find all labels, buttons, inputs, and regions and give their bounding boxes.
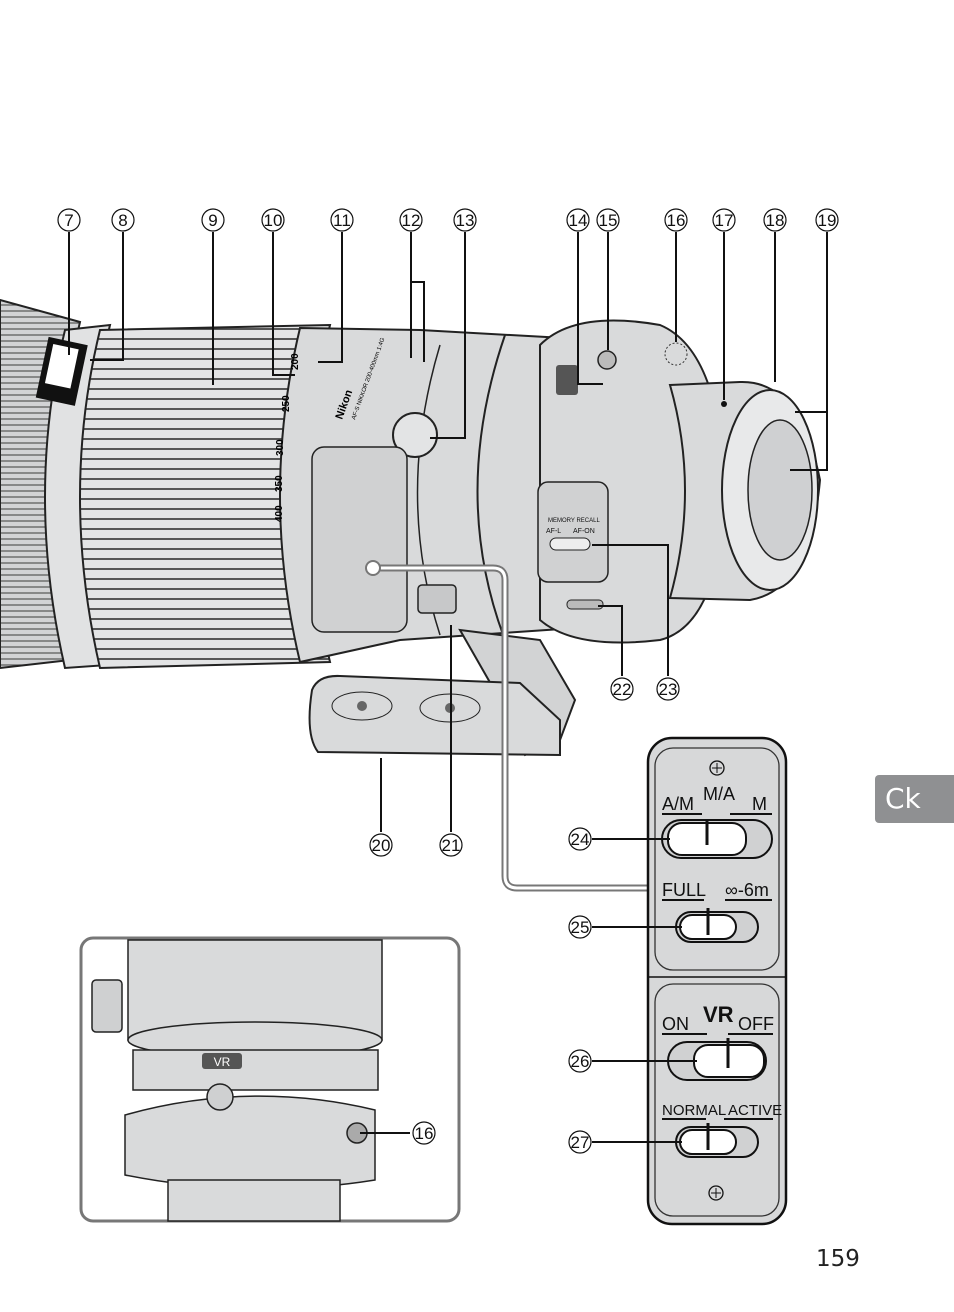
svg-text:11: 11 bbox=[333, 211, 351, 230]
callout-12: 12 bbox=[399, 208, 423, 232]
vr-on-off-switch[interactable] bbox=[667, 1038, 767, 1081]
svg-text:26: 26 bbox=[571, 1052, 590, 1071]
callout-16: 16 bbox=[664, 208, 688, 232]
zoom-mark-250: 250 bbox=[281, 395, 292, 412]
vr-normal-label: NORMAL bbox=[662, 1102, 726, 1119]
svg-text:14: 14 bbox=[569, 211, 588, 230]
zoom-mark-200: 200 bbox=[290, 353, 301, 370]
focus-mode-ma-label: M/A bbox=[703, 784, 735, 804]
callouts-top: 7 8 9 10 11 12 13 14 15 16 17 18 19 bbox=[57, 208, 839, 232]
inset-vr-label: VR bbox=[214, 1055, 231, 1069]
callout-24: 24 bbox=[568, 827, 592, 851]
zoom-mark-400: 400 bbox=[274, 505, 285, 522]
svg-text:22: 22 bbox=[613, 680, 632, 699]
svg-text:7: 7 bbox=[64, 211, 73, 230]
callout-16-inset: 16 bbox=[412, 1121, 436, 1145]
lens-switch-panel bbox=[311, 446, 408, 633]
zoom-mark-300: 300 bbox=[275, 439, 286, 456]
vr-title-label: VR bbox=[703, 1002, 734, 1027]
focus-limit-full-label: FULL bbox=[662, 880, 706, 900]
callout-19: 19 bbox=[815, 208, 839, 232]
callout-11: 11 bbox=[330, 208, 354, 232]
svg-text:13: 13 bbox=[456, 211, 475, 230]
svg-text:23: 23 bbox=[659, 680, 678, 699]
callout-23: 23 bbox=[656, 677, 680, 701]
svg-text:21: 21 bbox=[442, 836, 461, 855]
focus-limit-range-label: ∞-6m bbox=[725, 880, 769, 900]
focus-mode-switch[interactable] bbox=[661, 819, 773, 859]
focus-preset-switch[interactable] bbox=[566, 599, 604, 610]
vr-lock-screw[interactable] bbox=[597, 350, 617, 370]
vr-mode-switch[interactable] bbox=[675, 1123, 759, 1158]
svg-text:20: 20 bbox=[372, 836, 391, 855]
panel-callout-leaders bbox=[592, 838, 697, 1143]
memory-recall-switch[interactable] bbox=[549, 537, 591, 551]
svg-text:25: 25 bbox=[571, 918, 590, 937]
memory-recall-title: MEMORY RECALL bbox=[548, 518, 600, 524]
svg-text:9: 9 bbox=[208, 211, 217, 230]
callout-7: 7 bbox=[57, 208, 81, 232]
zoom-mark-350: 350 bbox=[274, 475, 285, 492]
callout-20: 20 bbox=[369, 833, 393, 857]
svg-text:16: 16 bbox=[415, 1124, 434, 1143]
memory-recall-afon: AF-ON bbox=[573, 528, 595, 535]
page-number: 159 bbox=[816, 1246, 860, 1272]
callout-leaders-top bbox=[68, 232, 828, 471]
callout-21: 21 bbox=[439, 833, 463, 857]
tripod-lock-knob[interactable] bbox=[392, 412, 438, 458]
svg-text:27: 27 bbox=[571, 1133, 590, 1152]
svg-text:10: 10 bbox=[264, 211, 283, 230]
callout-13: 13 bbox=[453, 208, 477, 232]
callout-27: 27 bbox=[568, 1130, 592, 1154]
memory-recall-panel bbox=[537, 481, 609, 583]
svg-text:17: 17 bbox=[715, 211, 734, 230]
callout-8: 8 bbox=[111, 208, 135, 232]
strap-eyelet bbox=[417, 584, 457, 614]
screw-icon-bottom bbox=[708, 1185, 724, 1201]
callout-15: 15 bbox=[596, 208, 620, 232]
svg-text:24: 24 bbox=[571, 830, 590, 849]
callout-10: 10 bbox=[261, 208, 285, 232]
svg-text:18: 18 bbox=[766, 211, 785, 230]
vr-badge-bg bbox=[556, 365, 578, 395]
switch-panel-enlarged: A/M M/A M FULL ∞-6m VR ON OFF NO bbox=[646, 736, 788, 1226]
svg-text:15: 15 bbox=[599, 211, 618, 230]
callout-9: 9 bbox=[201, 208, 225, 232]
vr-on-label: ON bbox=[662, 1014, 689, 1034]
inset-vr-badge bbox=[202, 1053, 242, 1069]
focus-mode-m-label: M bbox=[752, 794, 767, 814]
callout-25: 25 bbox=[568, 915, 592, 939]
mount-index bbox=[721, 401, 727, 407]
screw-icon-top bbox=[709, 760, 725, 776]
callout-26: 26 bbox=[568, 1049, 592, 1073]
inset-vr-screw[interactable] bbox=[206, 1083, 234, 1111]
svg-text:12: 12 bbox=[402, 211, 421, 230]
vr-active-label: ACTIVE bbox=[728, 1102, 782, 1119]
memory-recall-afl: AF-L bbox=[546, 528, 561, 535]
inset-view: VR 16 bbox=[79, 936, 461, 1223]
svg-text:16: 16 bbox=[667, 211, 686, 230]
tripod-foot-plate[interactable] bbox=[308, 674, 561, 757]
svg-text:8: 8 bbox=[118, 211, 127, 230]
mounting-dot-outline bbox=[664, 342, 688, 366]
callout-14: 14 bbox=[566, 208, 590, 232]
inset-side-knob bbox=[91, 979, 123, 1033]
callout-leaders-bottom bbox=[380, 544, 669, 832]
callout-17: 17 bbox=[712, 208, 736, 232]
callout-18: 18 bbox=[763, 208, 787, 232]
vr-off-label: OFF bbox=[738, 1014, 774, 1034]
svg-text:19: 19 bbox=[818, 211, 837, 230]
callout-22: 22 bbox=[610, 677, 634, 701]
section-tab[interactable]: Ck bbox=[875, 775, 954, 823]
focus-mode-am-label: A/M bbox=[662, 794, 694, 814]
focus-limit-switch[interactable] bbox=[675, 908, 759, 943]
